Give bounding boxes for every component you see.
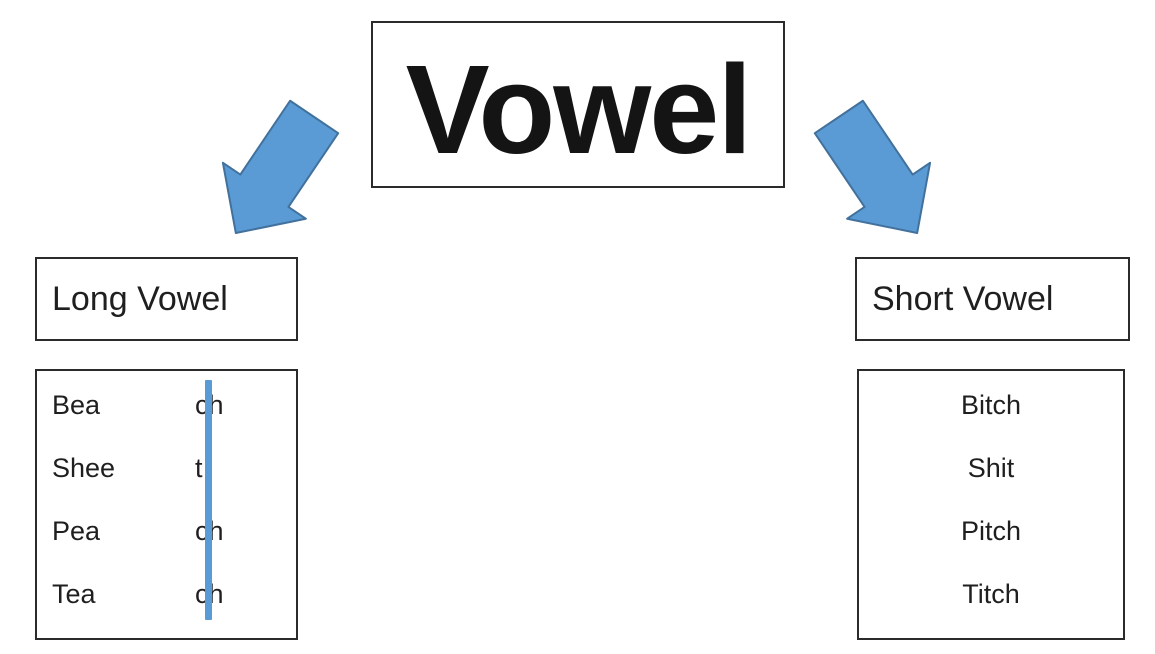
word-row: Shee t <box>37 437 296 500</box>
arrow-outline <box>813 99 932 235</box>
short-vowel-heading: Short Vowel <box>872 279 1054 318</box>
word-row: Pitch <box>859 500 1123 563</box>
word-item: Titch <box>962 579 1020 609</box>
long-vowel-heading: Long Vowel <box>52 279 228 318</box>
arrow-outline <box>221 99 340 235</box>
word-prefix: Tea <box>52 579 96 609</box>
word-row: Titch <box>859 563 1123 626</box>
vowel-divider-line <box>205 380 212 620</box>
word-row: Tea ch <box>37 563 296 626</box>
vowel-title: Vowel <box>405 38 753 180</box>
divider-rect <box>205 380 212 620</box>
short-vowel-list-box: Bitch Shit Pitch Titch <box>857 369 1125 640</box>
word-prefix: Bea <box>52 390 101 420</box>
word-row: Pea ch <box>37 500 296 563</box>
word-row: Bea ch <box>37 374 296 437</box>
arrow-shape <box>814 100 931 234</box>
word-item: Shit <box>967 453 1015 483</box>
down-right-arrow-icon <box>813 99 932 235</box>
word-prefix: Shee <box>52 453 116 483</box>
word-row: Bitch <box>859 374 1123 437</box>
word-row: Shit <box>859 437 1123 500</box>
arrow-shape <box>222 100 339 234</box>
long-vowel-heading-box: Long Vowel <box>35 257 298 341</box>
word-suffix: t <box>195 453 203 483</box>
word-prefix: Pea <box>52 516 101 546</box>
word-item: Bitch <box>960 390 1022 420</box>
long-vowel-list-box: Bea ch Shee t Pea ch Tea ch <box>35 369 298 640</box>
vowel-title-box: Vowel <box>371 21 785 188</box>
down-left-arrow-icon <box>221 99 340 235</box>
short-vowel-heading-box: Short Vowel <box>855 257 1130 341</box>
word-item: Pitch <box>960 516 1022 546</box>
